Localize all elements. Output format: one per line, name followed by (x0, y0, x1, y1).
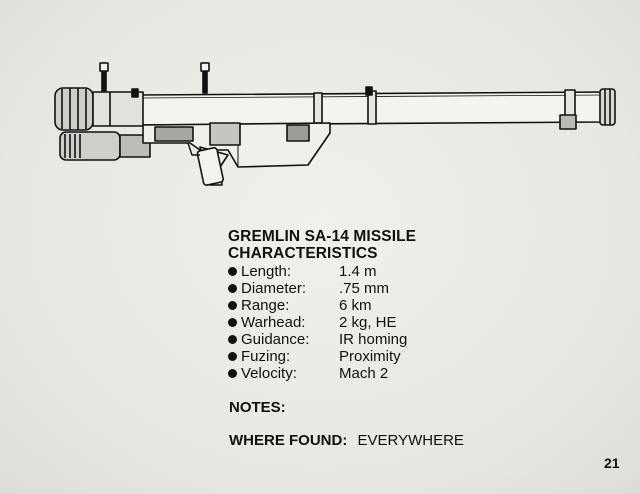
bullet-icon (228, 267, 237, 276)
spec-row-warhead: Warhead: 2 kg, HE (228, 314, 558, 331)
where-found-value: EVERYWHERE (357, 432, 464, 449)
bullet-icon (228, 301, 237, 310)
page-number: 21 (604, 455, 620, 471)
bullet-icon (228, 352, 237, 361)
tube-band-front (313, 92, 323, 124)
spec-value: Proximity (339, 348, 401, 365)
spec-row-guidance: Guidance: IR homing (228, 331, 558, 348)
where-found-label: WHERE FOUND: (229, 432, 348, 449)
bullet-icon (228, 335, 237, 344)
spec-label: Fuzing: (241, 348, 291, 365)
spec-value: IR homing (339, 331, 408, 348)
weapon-title: GREMLIN SA-14 MISSILE (228, 228, 417, 245)
spec-label: Range: (241, 297, 290, 314)
notes-heading: NOTES: (229, 399, 286, 416)
battery-unit (59, 131, 121, 161)
muzzle-cap (599, 88, 616, 126)
spec-label: Length: (241, 263, 292, 280)
spec-label: Warhead: (241, 314, 306, 331)
tube-band-mid (367, 90, 377, 125)
sling-clip (559, 114, 577, 130)
sight-box (286, 124, 310, 142)
spec-row-fuzing: Fuzing: Proximity (228, 348, 558, 365)
characteristics-heading: CHARACTERISTICS (228, 245, 378, 262)
spec-value: 2 kg, HE (339, 314, 397, 331)
spec-value: 1.4 m (339, 263, 377, 280)
missile-launcher-drawing (54, 62, 616, 186)
spec-row-diameter: Diameter: .75 mm (228, 280, 558, 297)
bullet-icon (228, 369, 237, 378)
bullet-icon (228, 284, 237, 293)
spec-row-velocity: Velocity: Mach 2 (228, 365, 558, 382)
spec-value: 6 km (339, 297, 372, 314)
spec-list: Length: 1.4 m Diameter: .75 mm Range: 6 … (228, 263, 558, 382)
spec-label: Velocity: (241, 365, 297, 382)
spec-label: Diameter: (241, 280, 307, 297)
spec-label: Guidance: (241, 331, 310, 348)
spec-row-length: Length: 1.4 m (228, 263, 558, 280)
rear-cap (54, 87, 94, 131)
specifications-block: GREMLIN SA-14 MISSILE CHARACTERISTICS Le… (228, 228, 558, 382)
spec-value: Mach 2 (339, 365, 389, 382)
spec-value: .75 mm (339, 280, 390, 297)
spec-row-range: Range: 6 km (228, 297, 558, 314)
bullet-icon (228, 318, 237, 327)
where-found-line: WHERE FOUND: EVERYWHERE (229, 432, 464, 449)
